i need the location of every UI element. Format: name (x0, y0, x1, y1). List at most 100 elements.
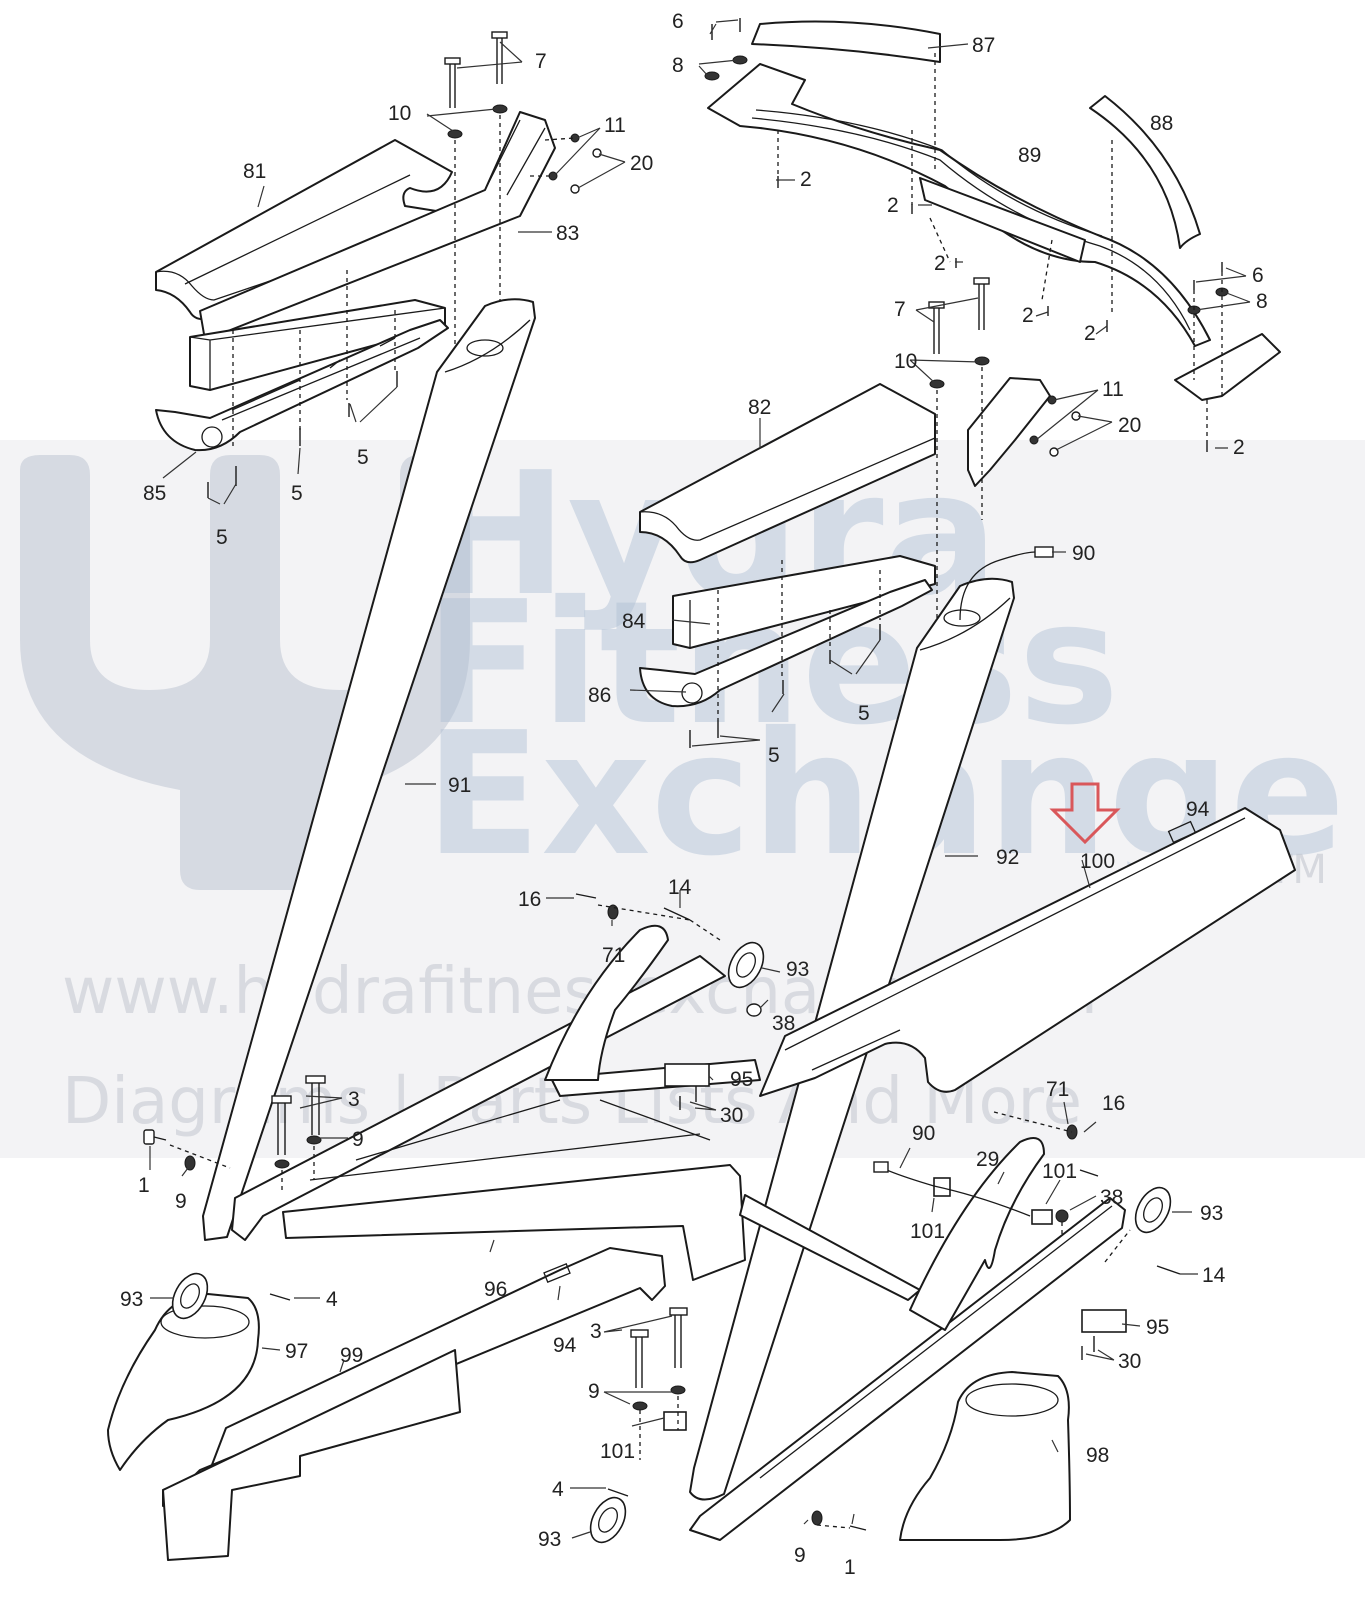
part-96-crossmember (282, 1164, 746, 1281)
callout-85: 85 (143, 482, 166, 505)
callout-100: 100 (1080, 850, 1115, 873)
callout-97: 97 (285, 1340, 308, 1363)
part-left-lift-arm (544, 924, 669, 1081)
part-82-right-upper-cover (639, 383, 936, 564)
part-88-end-cap (1089, 95, 1201, 249)
callout-93: 93 (120, 1288, 143, 1311)
callout-98: 98 (1086, 1444, 1109, 1467)
callout-82: 82 (748, 396, 771, 419)
part-87-end-cap (751, 20, 941, 63)
callout-101: 101 (1042, 1160, 1077, 1183)
callout-7: 7 (535, 50, 547, 73)
callout-5: 5 (768, 744, 780, 767)
callout-2: 2 (1084, 322, 1096, 345)
part-right-cross (739, 1194, 921, 1301)
callout-29: 29 (976, 1148, 999, 1171)
callout-3: 3 (348, 1088, 360, 1111)
callout-99: 99 (340, 1344, 363, 1367)
right-upper-hardware (689, 277, 1081, 770)
part-84-right-tube (672, 555, 936, 649)
callout-9: 9 (352, 1128, 364, 1151)
callout-95: 95 (1146, 1316, 1169, 1339)
right-top-hardware (704, 18, 1229, 452)
callout-labels: 6 8 87 7 10 11 20 81 83 88 89 2 2 2 2 2 … (120, 10, 1268, 1579)
callout-14: 14 (1202, 1264, 1226, 1287)
callout-20: 20 (1118, 414, 1141, 437)
callout-9: 9 (175, 1190, 187, 1213)
callout-90: 90 (1072, 542, 1095, 565)
callout-81: 81 (243, 160, 266, 183)
callout-94: 94 (553, 1334, 577, 1357)
callout-5: 5 (291, 482, 303, 505)
callout-93: 93 (538, 1528, 561, 1551)
callout-8: 8 (1256, 290, 1268, 313)
callout-71: 71 (602, 944, 625, 967)
callout-14: 14 (668, 876, 692, 899)
callout-7: 7 (894, 298, 906, 321)
callout-2: 2 (887, 194, 899, 217)
callout-30: 30 (720, 1104, 743, 1127)
part-101-block (663, 1411, 687, 1431)
callout-2: 2 (934, 252, 946, 275)
callout-88: 88 (1150, 112, 1173, 135)
callout-101: 101 (910, 1220, 945, 1243)
callout-5: 5 (858, 702, 870, 725)
highlight-arrow-icon (1049, 782, 1121, 845)
callout-8: 8 (672, 54, 684, 77)
part-98-right-front-cap (899, 1371, 1071, 1541)
part-handlebar-plate (919, 177, 1086, 263)
part-89-handlebar (707, 63, 1211, 347)
callout-6: 6 (672, 10, 684, 33)
callout-95: 95 (730, 1068, 753, 1091)
callout-11: 11 (604, 114, 626, 137)
callout-83: 83 (556, 222, 579, 245)
wheel-93-right (1134, 1186, 1172, 1234)
leader-lines (149, 19, 1251, 1539)
part-90-wire-lower (881, 1167, 1031, 1217)
callout-86: 86 (588, 684, 611, 707)
callout-93: 93 (786, 958, 809, 981)
part-right-handle-end (1174, 333, 1281, 401)
callout-11: 11 (1102, 378, 1124, 401)
callout-93: 93 (1200, 1202, 1223, 1225)
part-95-block-lower (1081, 1309, 1127, 1333)
callout-1: 1 (844, 1556, 856, 1579)
wheel-93-bottom (589, 1496, 627, 1544)
part-right-bracket (967, 377, 1051, 487)
callout-10: 10 (894, 350, 917, 373)
part-right-lift-arm (909, 1137, 1045, 1331)
callout-16: 16 (518, 888, 541, 911)
callout-96: 96 (484, 1278, 507, 1301)
callout-5: 5 (216, 526, 228, 549)
callout-90: 90 (912, 1122, 935, 1145)
callout-10: 10 (388, 102, 411, 125)
base-covers (107, 807, 1296, 1561)
callout-91: 91 (448, 774, 471, 797)
wheel-93-upper (727, 941, 765, 989)
part-91-left-upright (202, 298, 536, 1241)
callout-4: 4 (326, 1288, 338, 1311)
right-top-handle-assembly (704, 18, 1281, 452)
callout-9: 9 (794, 1544, 806, 1567)
callout-94: 94 (1186, 798, 1210, 821)
callout-89: 89 (1018, 144, 1041, 167)
callout-1: 1 (138, 1174, 150, 1197)
callout-2: 2 (1233, 436, 1245, 459)
callout-2: 2 (800, 168, 812, 191)
base-hardware (143, 893, 1181, 1544)
part-100-right-side-cover (759, 807, 1296, 1097)
part-97-left-front-cap (107, 1293, 260, 1471)
left-upper-assembly (155, 31, 602, 1241)
callout-3: 3 (590, 1320, 602, 1343)
callout-5: 5 (357, 446, 369, 469)
callout-101: 101 (600, 1440, 635, 1463)
callout-16: 16 (1102, 1092, 1125, 1115)
callout-20: 20 (630, 152, 653, 175)
callout-38: 38 (1100, 1186, 1123, 1209)
callout-92: 92 (996, 846, 1019, 869)
callout-84: 84 (622, 610, 646, 633)
wheel-93-left (171, 1272, 209, 1320)
callout-9: 9 (588, 1380, 600, 1403)
callout-4: 4 (552, 1478, 564, 1501)
